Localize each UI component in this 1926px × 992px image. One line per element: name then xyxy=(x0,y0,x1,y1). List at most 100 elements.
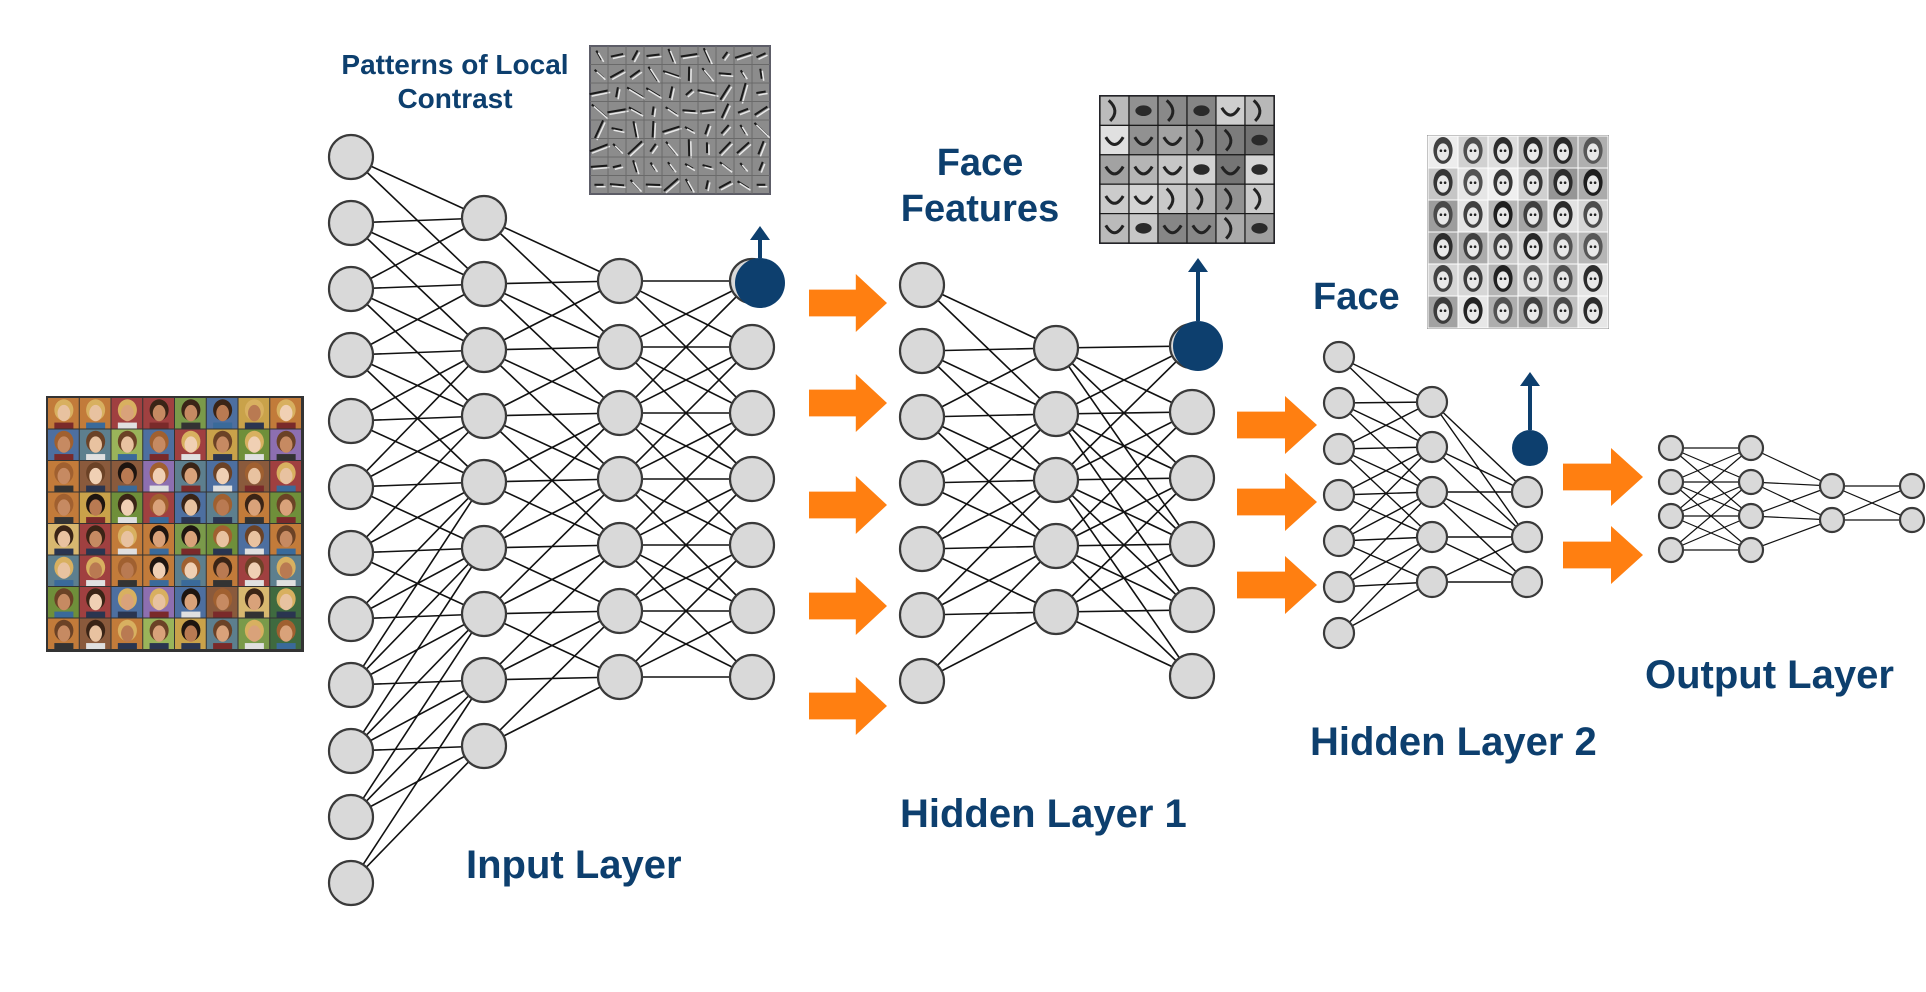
input-net-node xyxy=(730,655,774,699)
output-net-node xyxy=(1659,470,1683,494)
sketch-eye xyxy=(1474,149,1477,152)
input-net-node xyxy=(462,262,506,306)
face-shoulders xyxy=(86,423,105,429)
sketch-eye xyxy=(1470,181,1473,184)
input-net-node xyxy=(462,460,506,504)
face-shoulders xyxy=(213,549,232,555)
sketch-eye xyxy=(1594,245,1597,248)
face-shoulders xyxy=(118,423,137,429)
sketch-eye xyxy=(1470,149,1473,152)
hidden2-net-node xyxy=(1417,387,1447,417)
hidden1-net-node xyxy=(900,329,944,373)
face-skin xyxy=(153,531,166,547)
hidden2-net-node xyxy=(1417,522,1447,552)
sketch-eye xyxy=(1470,277,1473,280)
face-shoulders xyxy=(150,580,169,586)
sketch-eye xyxy=(1560,213,1563,216)
face-shoulders xyxy=(150,643,169,649)
face-skin xyxy=(89,594,102,610)
sketch-face xyxy=(1527,207,1539,224)
orange-arrow xyxy=(1563,526,1643,584)
face-skin xyxy=(280,531,293,547)
face-skin xyxy=(248,468,261,484)
hidden2-feature-marker xyxy=(1512,430,1548,466)
hidden-layer-1-label: Hidden Layer 1 xyxy=(900,792,1187,837)
face-skin xyxy=(89,499,102,515)
face-skin xyxy=(58,625,71,641)
face-shoulders xyxy=(277,612,296,618)
face-shoulders xyxy=(86,517,105,523)
face-skin xyxy=(121,468,134,484)
face-skin xyxy=(89,625,102,641)
face-skin xyxy=(153,625,166,641)
output-net-node xyxy=(1739,538,1763,562)
filter-stroke-dark xyxy=(652,106,653,115)
sketch-face xyxy=(1497,239,1509,256)
face-shoulders xyxy=(213,612,232,618)
face-shoulders xyxy=(150,486,169,492)
face-skin xyxy=(280,468,293,484)
sketch-eye xyxy=(1564,149,1567,152)
face-shoulders xyxy=(181,454,200,460)
input-net-edge xyxy=(351,482,484,685)
face-shoulders xyxy=(181,423,200,429)
sketch-face xyxy=(1437,207,1449,224)
face-shoulders xyxy=(86,454,105,460)
face-shoulders xyxy=(86,580,105,586)
hidden1-net-node xyxy=(900,593,944,637)
face-shoulders xyxy=(213,486,232,492)
face-skin xyxy=(153,499,166,515)
sketch-eye xyxy=(1444,213,1447,216)
hidden1-net-node xyxy=(1170,654,1214,698)
face-shoulders xyxy=(54,486,73,492)
face-features-image xyxy=(1100,96,1274,243)
face-shoulders xyxy=(245,643,264,649)
hidden1-net-node xyxy=(900,461,944,505)
sketch-eye xyxy=(1534,309,1537,312)
input-net-node xyxy=(329,795,373,839)
face-shoulders xyxy=(213,423,232,429)
sketch-face xyxy=(1587,271,1599,288)
input-net-node xyxy=(329,729,373,773)
sketch-face xyxy=(1467,239,1479,256)
hidden1-net-node xyxy=(1034,524,1078,568)
sketch-eye xyxy=(1470,245,1473,248)
feature-eye xyxy=(1135,223,1151,234)
input-net-node xyxy=(598,391,642,435)
orange-arrow xyxy=(1237,396,1317,454)
faces-image xyxy=(1428,136,1608,328)
sketch-eye xyxy=(1474,309,1477,312)
sketch-eye xyxy=(1594,277,1597,280)
local-contrast-image xyxy=(590,46,770,194)
face-shoulders xyxy=(277,454,296,460)
input-feature-marker xyxy=(735,258,785,308)
sketch-eye xyxy=(1534,277,1537,280)
face-skin xyxy=(216,625,229,641)
filter-stroke-dark xyxy=(610,184,624,185)
input-net-node xyxy=(730,523,774,567)
sketch-eye xyxy=(1534,149,1537,152)
input-net-node xyxy=(329,201,373,245)
input-net-node xyxy=(329,861,373,905)
sketch-eye xyxy=(1590,181,1593,184)
input-net-node xyxy=(462,328,506,372)
sketch-eye xyxy=(1530,277,1533,280)
sketch-face xyxy=(1437,143,1449,160)
face-shoulders xyxy=(213,454,232,460)
face-shoulders xyxy=(277,549,296,555)
hidden-layer-2-label: Hidden Layer 2 xyxy=(1310,720,1597,765)
sketch-face xyxy=(1467,175,1479,192)
sketch-eye xyxy=(1444,181,1447,184)
sketch-face xyxy=(1467,303,1479,320)
face-shoulders xyxy=(245,549,264,555)
input-net-node xyxy=(329,135,373,179)
input-net-node xyxy=(598,523,642,567)
input-net-node xyxy=(598,655,642,699)
face-shoulders xyxy=(150,423,169,429)
face-skin xyxy=(185,625,198,641)
face-shoulders xyxy=(54,549,73,555)
face-shoulders xyxy=(118,580,137,586)
face-skin xyxy=(89,531,102,547)
output-net-node xyxy=(1739,436,1763,460)
sketch-eye xyxy=(1590,309,1593,312)
